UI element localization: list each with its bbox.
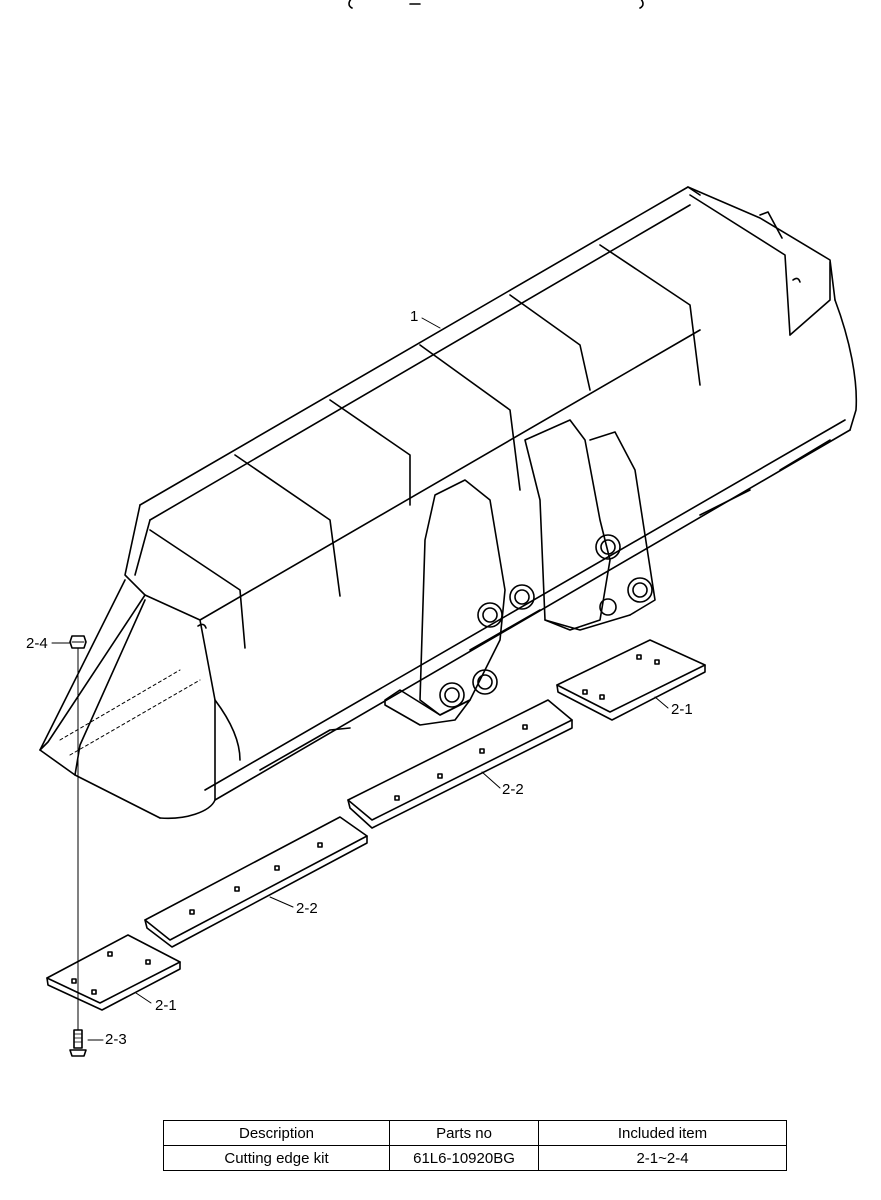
header-included-item: Included item — [538, 1120, 787, 1146]
callout-end-bit-right: 2-1 — [671, 701, 693, 718]
nut-shape — [69, 635, 87, 649]
bolt-shape — [73, 1029, 83, 1049]
cell-description: Cutting edge kit — [163, 1145, 390, 1171]
header-parts-no: Parts no — [389, 1120, 539, 1146]
parts-table: Description Parts no Included item Cutti… — [163, 1120, 787, 1171]
bucket-outline — [39, 186, 858, 820]
cell-included-item: 2-1~2-4 — [538, 1145, 787, 1171]
callout-cutting-edge-right: 2-2 — [502, 781, 524, 798]
hinge-bracket-left — [384, 479, 535, 726]
table-header-row: Description Parts no Included item — [163, 1120, 787, 1146]
header-description: Description — [163, 1120, 390, 1146]
callout-cutting-edge-left: 2-2 — [296, 900, 318, 917]
end-bit-right — [556, 639, 706, 721]
callout-end-bit-left: 2-1 — [155, 997, 177, 1014]
cropped-title-fragment — [348, 0, 353, 9]
end-bit-left — [46, 934, 181, 1011]
cutting-edge-left — [144, 816, 368, 948]
callout-nut: 2-4 — [26, 635, 48, 652]
cutting-edge-right — [347, 699, 573, 829]
callout-bucket: 1 — [410, 308, 418, 325]
hinge-bracket-right — [524, 419, 656, 631]
cell-parts-no: 61L6-10920BG — [389, 1145, 539, 1171]
bolt-nut-assembly — [69, 635, 87, 1057]
table-row: Cutting edge kit 61L6-10920BG 2-1~2-4 — [163, 1145, 787, 1171]
callout-bolt: 2-3 — [105, 1031, 127, 1048]
leader-lines — [51, 317, 669, 1041]
